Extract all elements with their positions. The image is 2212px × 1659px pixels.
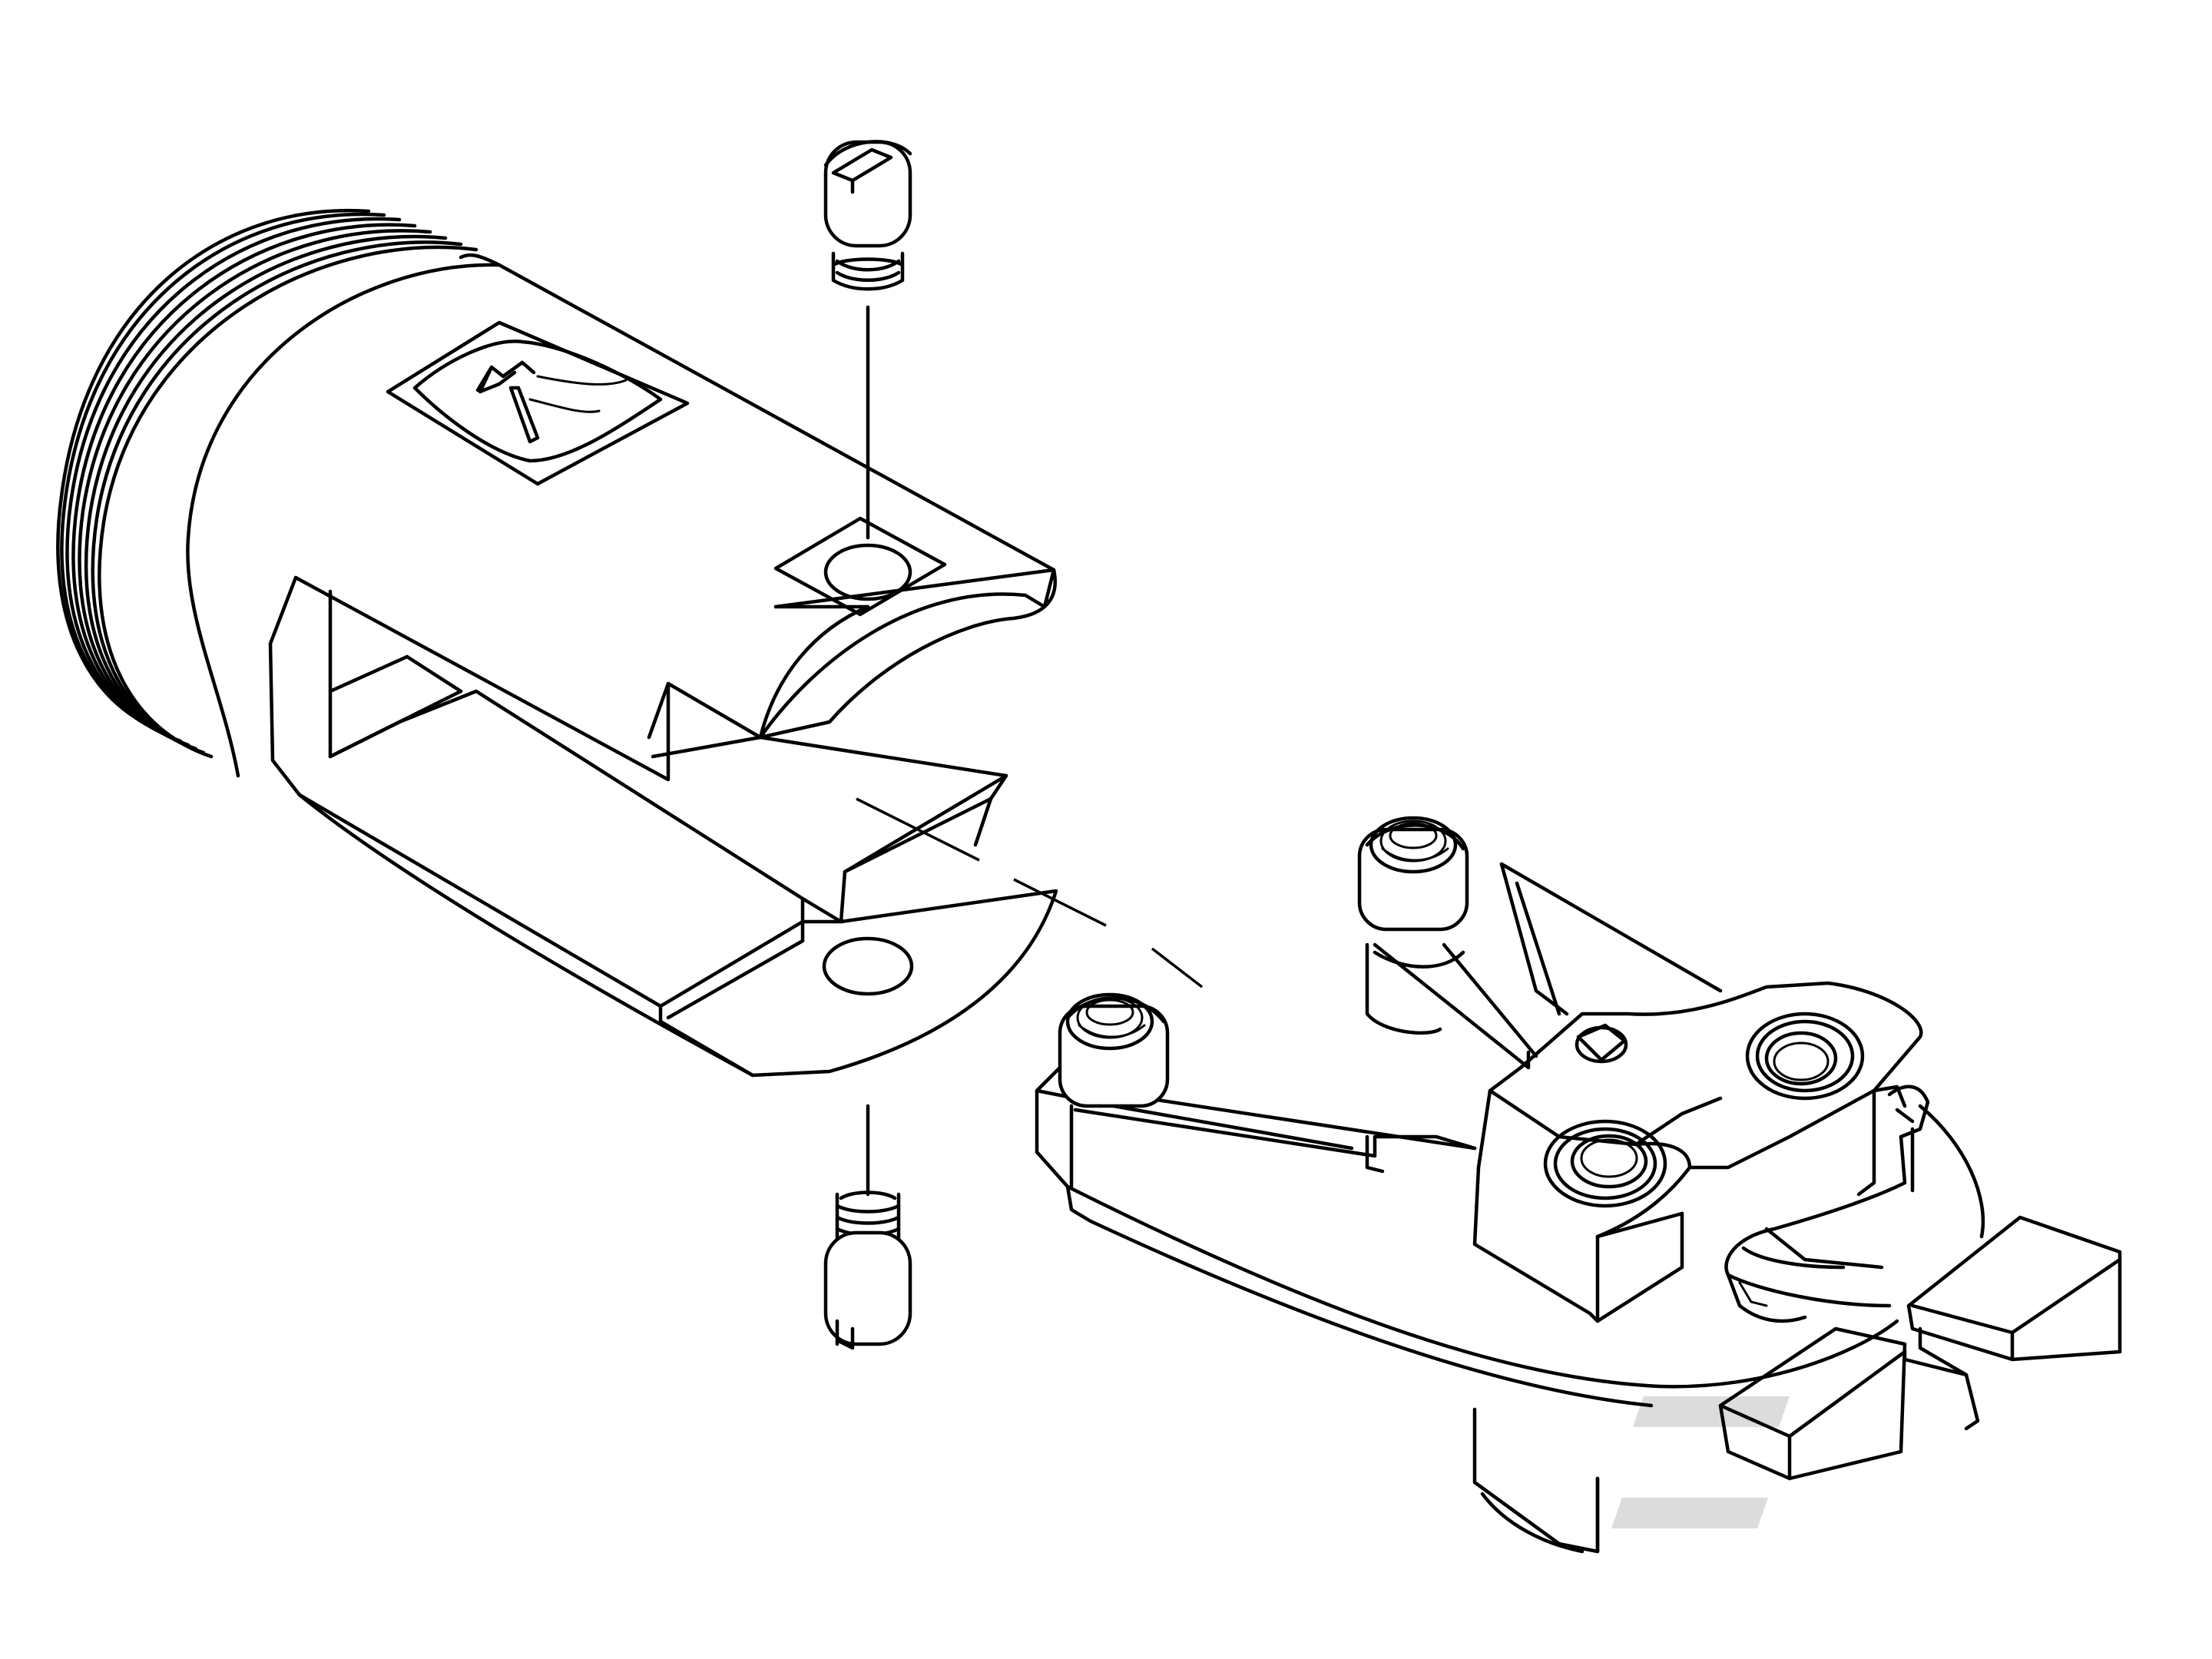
clip-tab-lower — [1718, 1326, 1969, 1481]
bushing-left — [1543, 1119, 1667, 1208]
bushing-right — [1745, 1012, 1865, 1101]
positioner-assembly — [1035, 816, 2122, 1554]
lightning-icon — [475, 360, 540, 444]
te-logo-bar-bottom — [1611, 1498, 1768, 1528]
upper-screw-seat — [773, 516, 947, 617]
spring-clip — [1724, 1084, 1985, 1323]
lower-screw-seat — [822, 936, 914, 996]
upper-post-nut — [1357, 816, 1469, 1035]
upper-set-screw — [823, 140, 912, 291]
positioner-head — [1472, 981, 1923, 1323]
te-logo-watermark — [1611, 1396, 1790, 1528]
clip-tab-upper — [1906, 1215, 2122, 1431]
warning-label — [386, 320, 690, 486]
threaded-end — [56, 208, 478, 759]
assembly-axis-line — [856, 797, 1204, 988]
te-logo-bar-top — [1633, 1396, 1790, 1427]
lower-set-screw — [823, 1190, 912, 1350]
left-post-nut — [1058, 992, 1170, 1108]
locator-body — [56, 208, 1058, 1078]
